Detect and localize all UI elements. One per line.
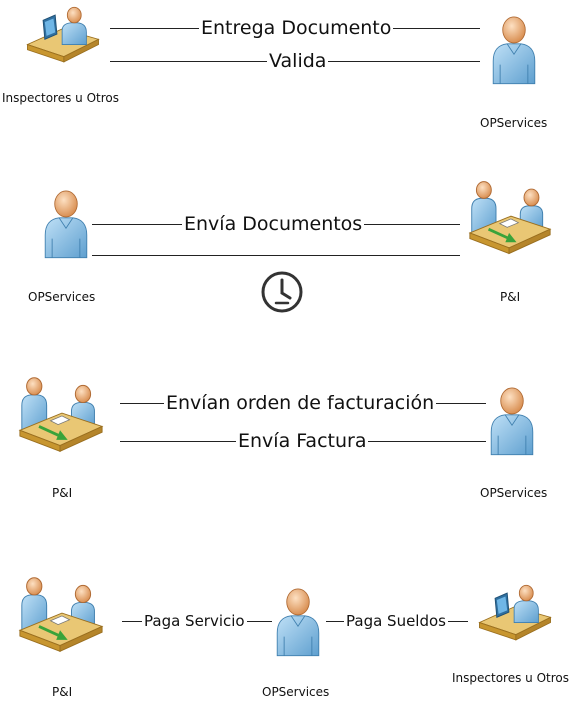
person-icon [276, 588, 320, 657]
message-label: Paga Sueldos [344, 610, 448, 632]
actor-label: Inspectores u Otros [2, 91, 119, 105]
meeting-icon [18, 376, 104, 453]
actor-label: OPServices [28, 290, 96, 304]
message-label: Envían orden de facturación [164, 392, 437, 414]
actor-label: P&I [500, 290, 521, 304]
person-icon [492, 16, 536, 85]
connector-line [92, 255, 460, 256]
person-icon [490, 387, 534, 456]
desk-worker-icon [27, 6, 99, 63]
actor-label: P&I [52, 486, 73, 500]
message-label: Envía Documentos [182, 213, 365, 235]
message-label: Valida [267, 50, 329, 72]
actor-label: Inspectores u Otros [452, 671, 569, 685]
actor-label: OPServices [480, 486, 548, 500]
actor-label: OPServices [262, 685, 330, 699]
meeting-icon [468, 180, 552, 255]
person-icon [44, 190, 88, 259]
desk-worker-icon [479, 584, 551, 641]
message-label: Paga Servicio [142, 610, 247, 632]
message-label: Envía Factura [236, 430, 369, 452]
actor-label: OPServices [480, 116, 548, 130]
message-label: Entrega Documento [199, 17, 394, 39]
actor-label: P&I [52, 685, 73, 699]
clock-icon [261, 271, 303, 313]
meeting-icon [18, 576, 104, 653]
